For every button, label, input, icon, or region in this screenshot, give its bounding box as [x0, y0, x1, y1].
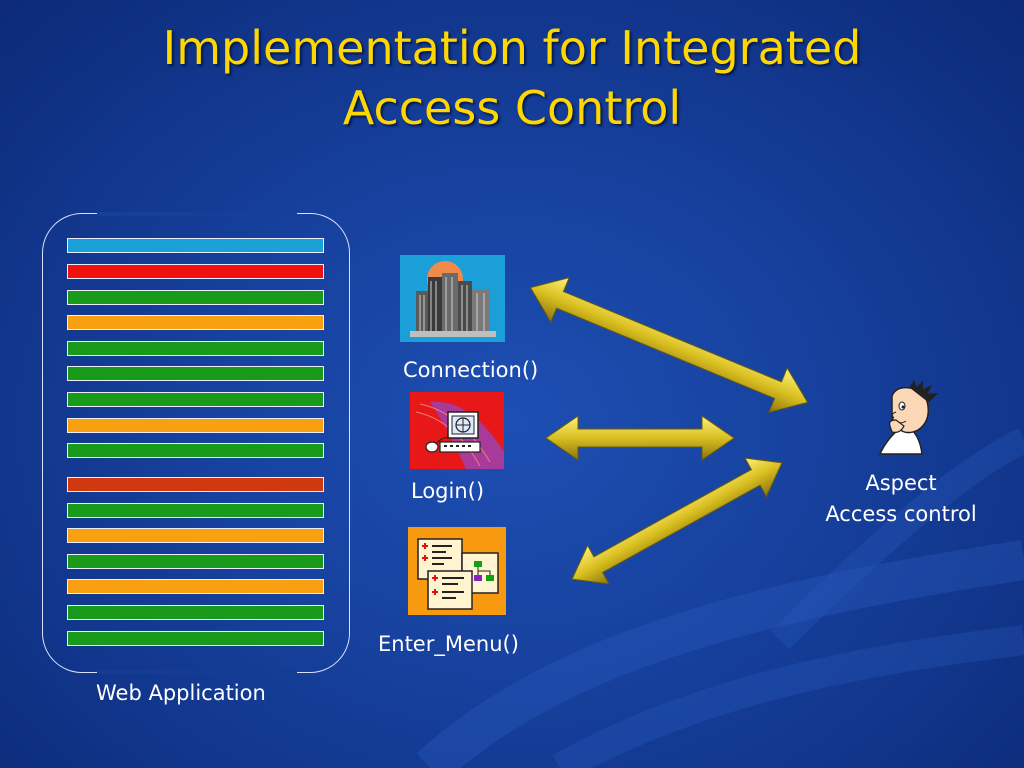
- web-module-bar: [67, 503, 324, 518]
- web-module-bar: [67, 418, 324, 433]
- aspect-label-line-2: Access control: [825, 502, 977, 526]
- slide-title: Implementation for Integrated Access Con…: [0, 18, 1024, 138]
- enter-menu-label: Enter_Menu(): [378, 632, 519, 656]
- thinking-person-icon: [866, 379, 940, 460]
- web-application-label: Web Application: [96, 681, 266, 705]
- web-module-bar: [67, 341, 324, 356]
- menu-aspect-arrow: [571, 457, 783, 585]
- web-module-bar: [67, 605, 324, 620]
- title-line-1: Implementation for Integrated: [162, 21, 862, 75]
- container-top-gap: [97, 212, 297, 216]
- web-module-bar: [67, 392, 324, 407]
- web-module-bar: [67, 477, 324, 492]
- web-application-container: [42, 212, 350, 674]
- web-module-bar: [67, 238, 324, 253]
- connection-label: Connection(): [403, 358, 539, 382]
- web-module-bar: [67, 264, 324, 279]
- connection-aspect-arrow: [529, 276, 809, 414]
- web-module-bar: [67, 366, 324, 381]
- login-label: Login(): [411, 479, 485, 503]
- aspect-label: Aspect Access control: [806, 468, 996, 530]
- menu-windows-icon: [408, 527, 506, 619]
- web-module-bar: [67, 528, 324, 543]
- computer-terminal-icon: [410, 392, 504, 473]
- web-module-bar: [67, 290, 324, 305]
- server-towers-icon: [400, 255, 505, 346]
- web-module-bar: [67, 579, 324, 594]
- container-bottom-gap: [97, 670, 297, 674]
- web-module-bar: [67, 315, 324, 330]
- web-module-bar: [67, 443, 324, 458]
- web-module-bar: [67, 631, 324, 646]
- title-line-2: Access Control: [342, 81, 682, 135]
- web-module-bar: [67, 554, 324, 569]
- aspect-label-line-1: Aspect: [865, 471, 937, 495]
- login-aspect-arrow: [545, 415, 735, 461]
